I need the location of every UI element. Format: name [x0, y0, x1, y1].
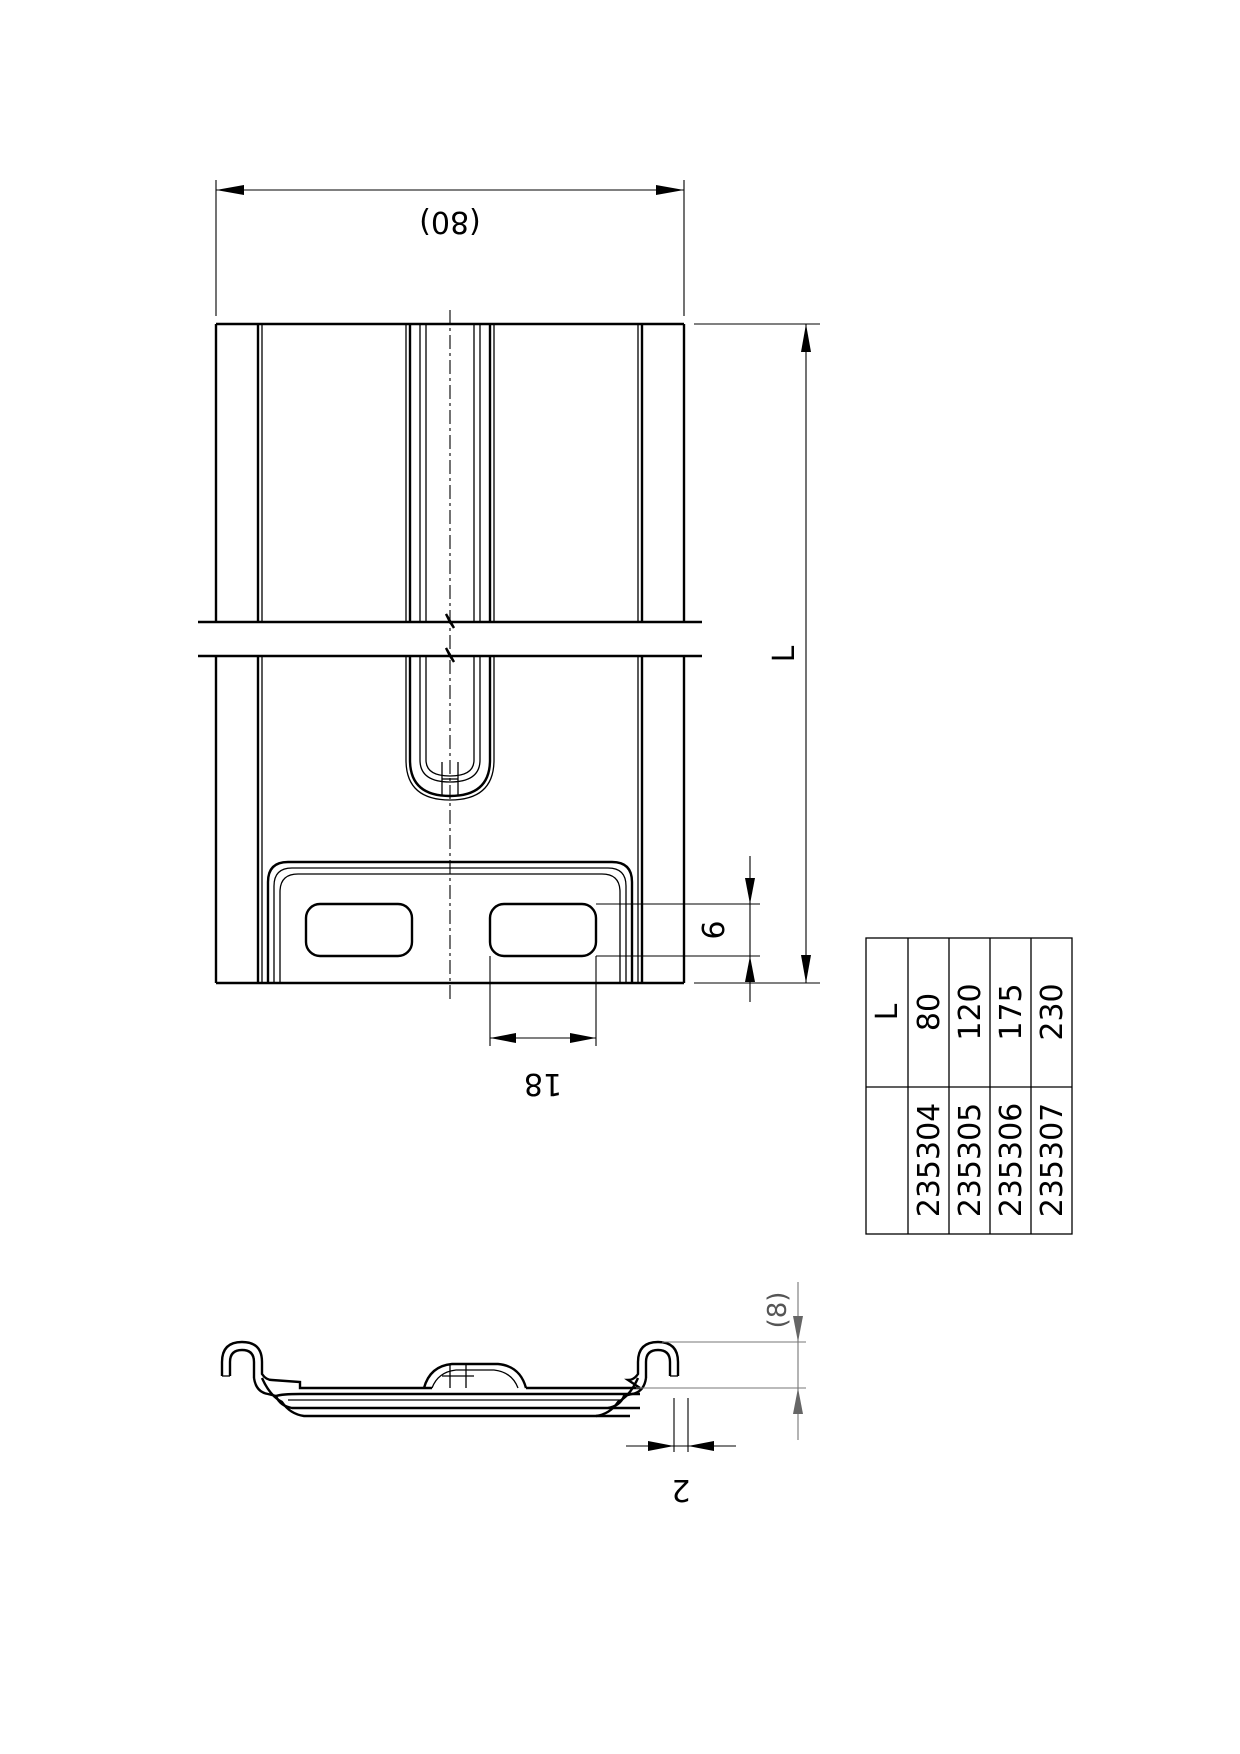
table-length-cell: 175 [994, 983, 1029, 1040]
table-length-cell: 80 [912, 993, 947, 1031]
slot-width-dimension: 18 [489, 956, 597, 1101]
slot-left [304, 902, 414, 958]
slot-height-dimension: 9 [596, 856, 760, 1002]
width-label: (80) [419, 204, 481, 239]
profile-view [220, 1340, 680, 1418]
table-length-cell: 120 [953, 983, 988, 1040]
edge-offset-label: 2 [671, 1472, 690, 1507]
profile-height-label: (8) [763, 1292, 793, 1329]
table-header-length: L [870, 1003, 905, 1020]
edge-offset-dimension: 2 [626, 1398, 736, 1507]
slot-width-label: 18 [524, 1066, 562, 1101]
part-table: L 80 120 175 230 235304 235305 235306 23… [865, 937, 1073, 1235]
profile-height-dimension: (8) [636, 1282, 806, 1440]
table-length-cell: 230 [1035, 983, 1070, 1040]
length-dimension: L [694, 323, 820, 984]
slot-height-label: 9 [694, 920, 729, 939]
top-view [198, 310, 702, 1000]
table-part-number-cell: 235306 [994, 1103, 1029, 1218]
table-part-number-cell: 235307 [1035, 1103, 1070, 1218]
length-label: L [767, 645, 802, 662]
table-part-number-cell: 235304 [912, 1103, 947, 1218]
table-part-number-cell: 235305 [953, 1103, 988, 1218]
width-dimension: (80) [215, 180, 685, 316]
slot-right [488, 902, 598, 958]
